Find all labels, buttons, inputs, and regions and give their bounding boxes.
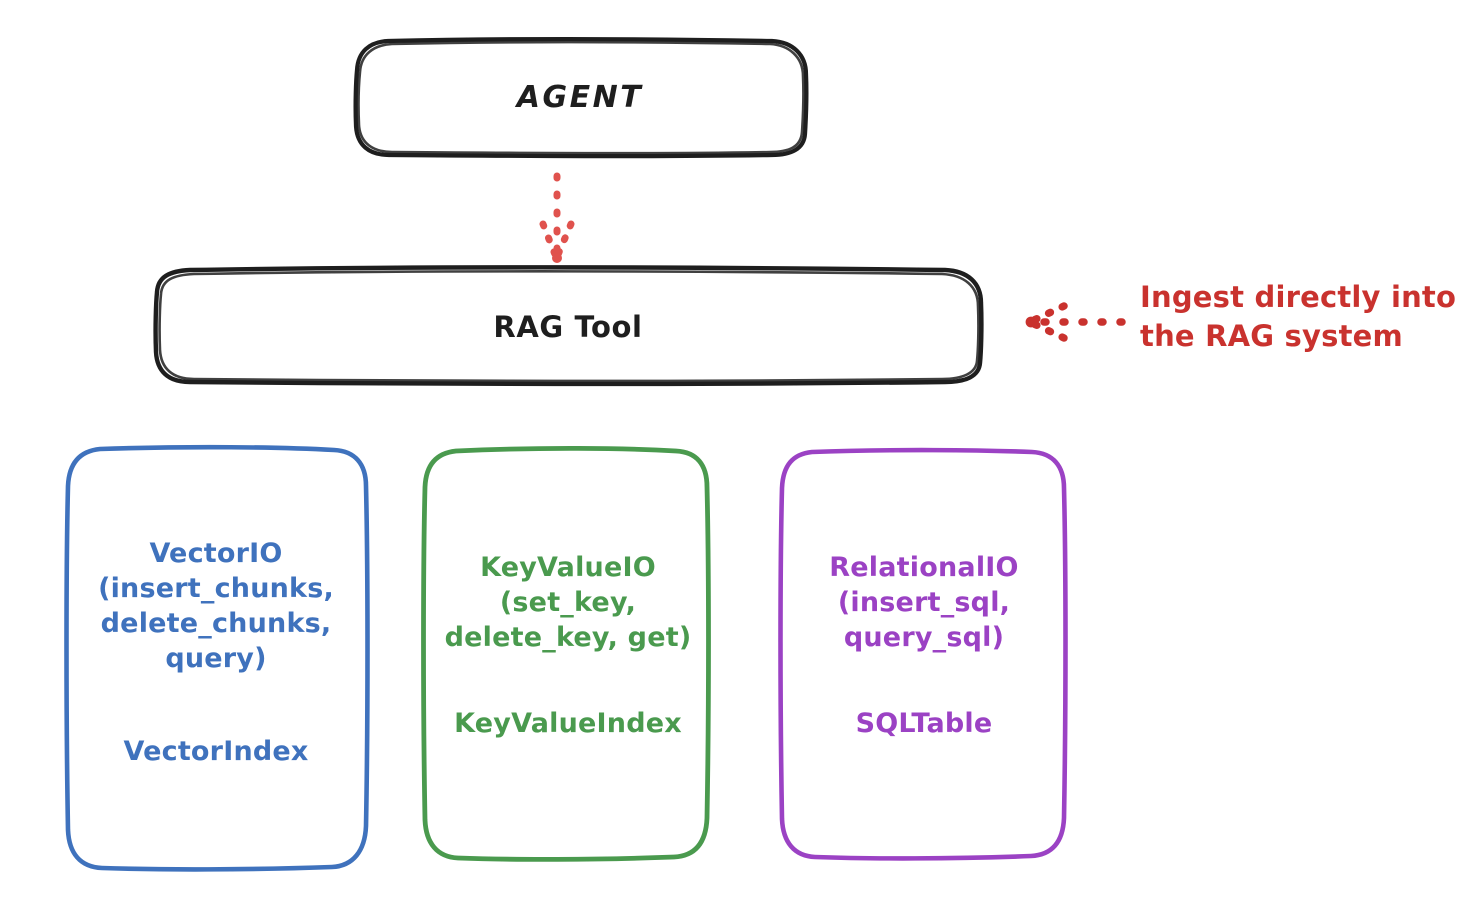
vector-index-label: VectorIndex: [123, 736, 309, 767]
relational-io-card-outline[interactable]: [778, 447, 1068, 861]
agent-label: AGENT: [516, 80, 644, 115]
sql-table-label: SQLTable: [855, 708, 993, 739]
keyvalue-index-label: KeyValueIndex: [454, 708, 682, 739]
connector-agent-to-rag-tool: [539, 172, 575, 263]
keyvalue-io-api-label: KeyValueIO (set_key, delete_key, get): [444, 552, 692, 654]
ingest-annotation-text: Ingest directly into the RAG system: [1140, 280, 1457, 354]
rag-tool-label: RAG Tool: [493, 310, 643, 344]
relational-io-api-label: RelationalIO (insert_sql, query_sql): [829, 552, 1019, 654]
vector-io-api-label: VectorIO (insert_chunks, delete_chunks, …: [98, 538, 334, 675]
agent-box-outline[interactable]: [353, 37, 809, 159]
vector-io-card-outline[interactable]: [64, 444, 370, 872]
keyvalue-io-card-outline[interactable]: [421, 445, 711, 862]
connector-ingest-to-rag-tool: [1025, 302, 1126, 342]
rag-tool-box-outline[interactable]: [153, 265, 984, 387]
